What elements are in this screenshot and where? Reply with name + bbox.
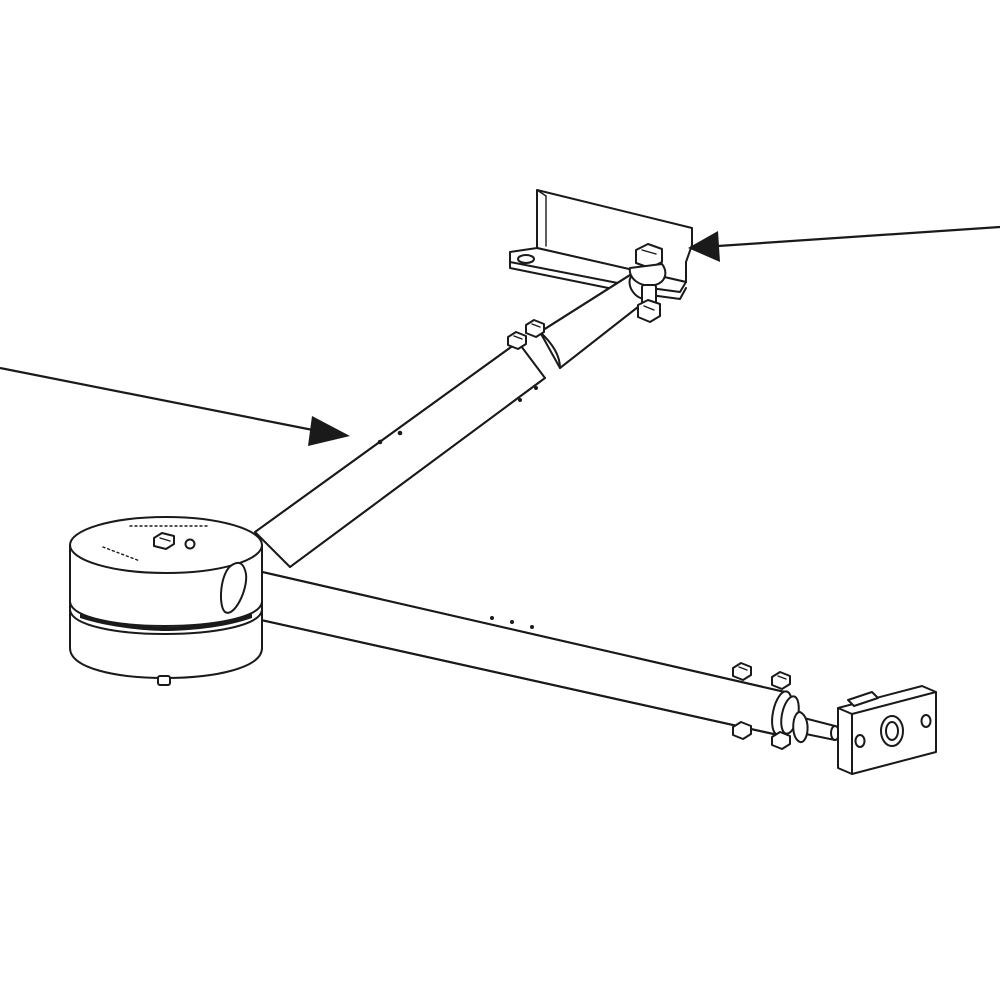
side-arm-tube [224, 564, 800, 736]
angle-mounting-bracket [509, 189, 693, 300]
end-plate-bracket [792, 685, 937, 775]
side-arm-bolts [732, 662, 791, 750]
adjust-hole [534, 386, 538, 390]
arrow-bracket [688, 225, 1000, 262]
adjust-hole [530, 625, 534, 629]
bracket-pivot-bolt [628, 243, 667, 323]
adjust-hole [377, 439, 383, 445]
adjust-hole [510, 620, 514, 624]
base-tube-collar [219, 561, 248, 614]
adjust-hole [397, 430, 403, 436]
arrow-main-arm [0, 366, 350, 446]
sleeve-bolts [507, 319, 545, 350]
adjust-hole [518, 398, 522, 402]
weighted-base [69, 516, 263, 686]
bracket-hole [517, 254, 535, 264]
adjust-hole [490, 616, 494, 620]
